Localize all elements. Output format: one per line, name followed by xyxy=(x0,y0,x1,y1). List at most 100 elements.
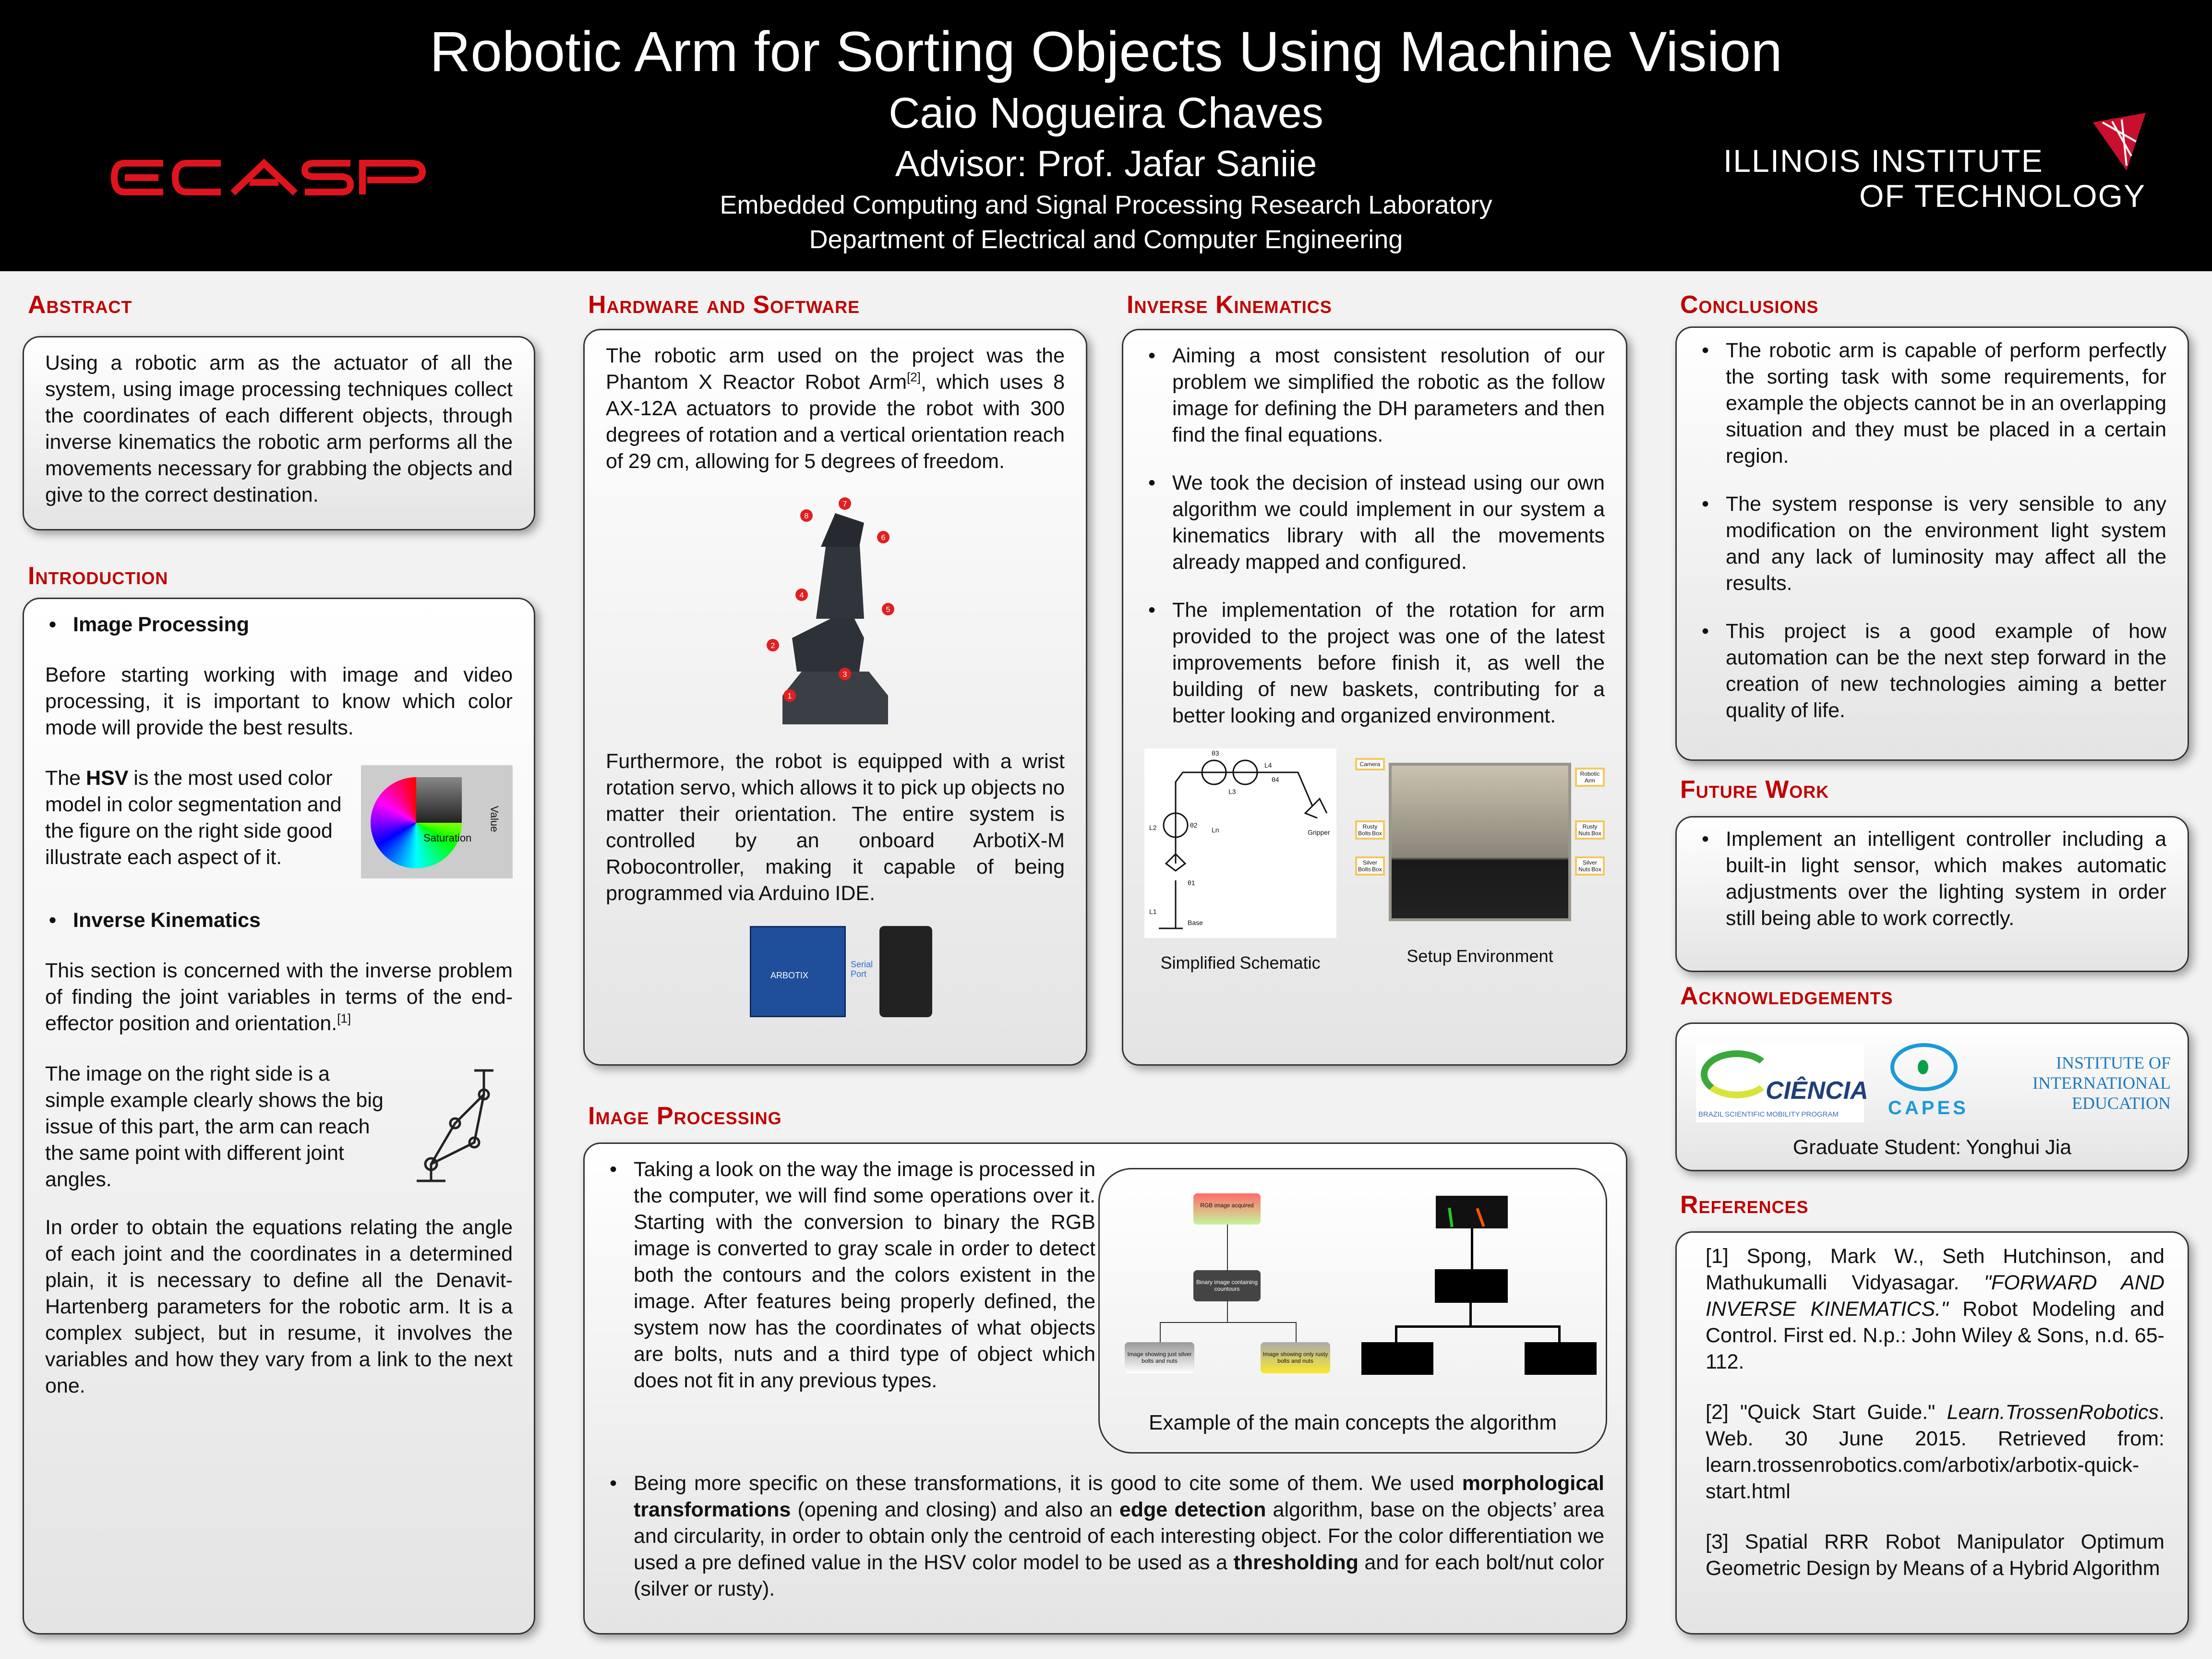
joint-label: 8 xyxy=(805,512,809,520)
joint-label: 3 xyxy=(843,671,847,679)
flow-node-rusty: Image showing only rusty bolts and nuts xyxy=(1261,1342,1330,1373)
intro-p5: In order to obtain the equations relatin… xyxy=(45,1216,513,1397)
schematic-label: L1 xyxy=(1149,908,1157,915)
ik-bullet: The implementation of the rotation for a… xyxy=(1144,597,1605,729)
setup-label-silver-bolts: Silver Bolts Box xyxy=(1355,856,1385,876)
imgproc-bullet-1: Taking a look on the way the image is pr… xyxy=(606,1156,1095,1394)
abstract-box: Using a robotic arm as the actuator of a… xyxy=(23,336,535,530)
graduate-student: Graduate Student: Yonghui Jia xyxy=(1792,1136,2072,1159)
hardware-heading: Hardware and Software xyxy=(588,291,860,319)
image-processing-heading: Image Processing xyxy=(588,1102,782,1130)
ik-figures: θ3 L4 θ4 L3 Ln θ2 L2 Gripper θ1 L1 Base … xyxy=(1144,748,1605,976)
schematic-label: Base xyxy=(1188,919,1203,926)
schematic-label: Ln xyxy=(1212,826,1219,834)
conclusion-bullet: This project is a good example of how au… xyxy=(1698,618,2166,724)
hardware-p2: Furthermore, the robot is equipped with … xyxy=(606,750,1065,905)
joint-label: 5 xyxy=(886,606,890,614)
hsv-value-label: Value xyxy=(488,805,501,832)
schematic-label: θ2 xyxy=(1190,821,1198,829)
acknowledgements-heading: Acknowledgements xyxy=(1680,982,1893,1010)
robot-arm-image: 1 2 3 4 5 6 7 8 xyxy=(767,497,894,724)
future-work-box: Implement an intelligent controller incl… xyxy=(1675,816,2189,972)
joint-label: 6 xyxy=(881,534,886,542)
future-work-heading: Future Work xyxy=(1680,776,1829,804)
abstract-text: Using a robotic arm as the actuator of a… xyxy=(45,351,513,506)
ik-bullet: We took the decision of instead using ou… xyxy=(1144,470,1605,576)
silver-result-image xyxy=(1361,1342,1433,1375)
intro-p3: This section is concerned with the inver… xyxy=(45,959,513,1035)
schematic-label: θ1 xyxy=(1188,879,1195,887)
joint-label: 2 xyxy=(771,642,775,650)
conclusion-bullet: The robotic arm is capable of perform pe… xyxy=(1698,337,2166,469)
department: Department of Electrical and Computer En… xyxy=(809,225,1403,254)
references-box: [1] Spong, Mark W., Seth Hutchinson, and… xyxy=(1675,1231,2189,1635)
joint-label: 7 xyxy=(843,500,847,508)
schematic-label: Gripper xyxy=(1308,829,1330,836)
flow-node-rgb: RGB image acquired xyxy=(1193,1193,1261,1225)
rgb-image xyxy=(1436,1196,1508,1228)
schematic-caption: Simplified Schematic xyxy=(1160,953,1321,973)
joint-label: 1 xyxy=(788,692,792,700)
conclusion-bullet: The system response is very sensible to … xyxy=(1698,491,2166,597)
advisor: Advisor: Prof. Jafar Saniie xyxy=(895,144,1317,184)
reference-3: [3] Spatial RRR Robot Manipulator Optimu… xyxy=(1706,1530,2164,1580)
poster-header: Robotic Arm for Sorting Objects Using Ma… xyxy=(0,0,2212,271)
ecasp-logo xyxy=(110,158,426,196)
ciencia-logo: CIÊNCIA BRAZIL SCIENTIFIC MOBILITY PROGR… xyxy=(1696,1043,1868,1122)
ik-box: Aiming a most consistent resolution of o… xyxy=(1122,329,1627,1066)
future-bullet: Implement an intelligent controller incl… xyxy=(1698,826,2166,932)
iit-logo-line1: ILLINOIS INSTITUTE xyxy=(1723,143,2044,179)
setup-label-silver-nuts: Silver Nuts Box xyxy=(1575,856,1605,876)
iit-logo-line2: OF TECHNOLOGY xyxy=(1859,178,2146,214)
introduction-box: Image Processing Before starting working… xyxy=(23,598,535,1635)
hardware-p1: The robotic arm used on the project was … xyxy=(606,344,1065,473)
iit-logo: ILLINOIS INSTITUTE OF TECHNOLOGY xyxy=(1723,113,2146,218)
lab-name: Embedded Computing and Signal Processing… xyxy=(720,191,1492,219)
bullet-image-processing: Image Processing xyxy=(45,612,513,638)
joint-label: 4 xyxy=(800,591,804,600)
schematic-label: L4 xyxy=(1264,761,1272,769)
schematic-label: θ4 xyxy=(1272,776,1279,783)
acknowledgements-box: CIÊNCIA BRAZIL SCIENTIFIC MOBILITY PROGR… xyxy=(1675,1022,2189,1171)
flow-node-binary: Binary image containing countours xyxy=(1193,1270,1261,1301)
schematic-label: θ3 xyxy=(1212,749,1219,757)
multiple-solutions-arm-diagram xyxy=(417,1069,493,1182)
board-label: ARBOTIX xyxy=(770,971,809,980)
intro-p2: The HSV is the most used color model in … xyxy=(45,767,342,869)
ik-bullet: Aiming a most consistent resolution of o… xyxy=(1144,343,1605,448)
hsv-saturation-label: Saturation xyxy=(423,832,472,844)
author: Caio Nogueira Chaves xyxy=(889,89,1323,137)
references-heading: References xyxy=(1680,1191,1809,1219)
binary-image xyxy=(1435,1269,1508,1303)
rusty-result-image xyxy=(1525,1342,1597,1375)
setup-label-robotic-arm: Robotic Arm xyxy=(1575,768,1605,787)
introduction-heading: Introduction xyxy=(28,562,168,590)
servo-image xyxy=(879,926,932,1017)
conclusions-heading: Conclusions xyxy=(1680,291,1819,319)
setup-label-rusty-nuts: Rusty Nuts Box xyxy=(1575,820,1605,840)
intro-p1: Before starting working with image and v… xyxy=(45,663,513,739)
setup-environment-photo: Camera Robotic Arm Rusty Bolts Box Rusty… xyxy=(1355,748,1605,938)
poster-title: Robotic Arm for Sorting Objects Using Ma… xyxy=(430,20,1782,84)
serial-port-label: Serial Port xyxy=(851,960,873,979)
setup-label-camera: Camera xyxy=(1355,758,1385,770)
reference-1: [1] Spong, Mark W., Seth Hutchinson, and… xyxy=(1706,1245,2164,1373)
imgproc-bullet-2: Being more specific on these transformat… xyxy=(606,1470,1604,1602)
bullet-inverse-kinematics: Inverse Kinematics xyxy=(45,907,513,934)
schematic-label: L2 xyxy=(1149,824,1157,831)
abstract-heading: Abstract xyxy=(28,291,132,319)
algorithm-figure: RGB image acquired Binary image containi… xyxy=(1098,1168,1607,1454)
setup-label-rusty-bolts: Rusty Bolts Box xyxy=(1355,820,1385,840)
setup-caption: Setup Environment xyxy=(1407,946,1553,966)
image-processing-box: Taking a look on the way the image is pr… xyxy=(583,1142,1627,1635)
iit-logo-mark xyxy=(2093,113,2146,170)
hsv-cylinder-image: Saturation Value xyxy=(361,765,513,878)
hardware-box: The robotic arm used on the project was … xyxy=(583,329,1087,1066)
conclusions-box: The robotic arm is capable of perform pe… xyxy=(1675,326,2189,761)
simplified-schematic: θ3 L4 θ4 L3 Ln θ2 L2 Gripper θ1 L1 Base xyxy=(1144,748,1336,938)
reference-2: [2] "Quick Start Guide." Learn.TrossenRo… xyxy=(1706,1401,2164,1503)
algorithm-caption: Example of the main concepts the algorit… xyxy=(1148,1411,1557,1434)
ik-heading: Inverse Kinematics xyxy=(1127,291,1332,319)
flow-node-silver: Image showing just silver bolts and nuts xyxy=(1125,1342,1194,1373)
